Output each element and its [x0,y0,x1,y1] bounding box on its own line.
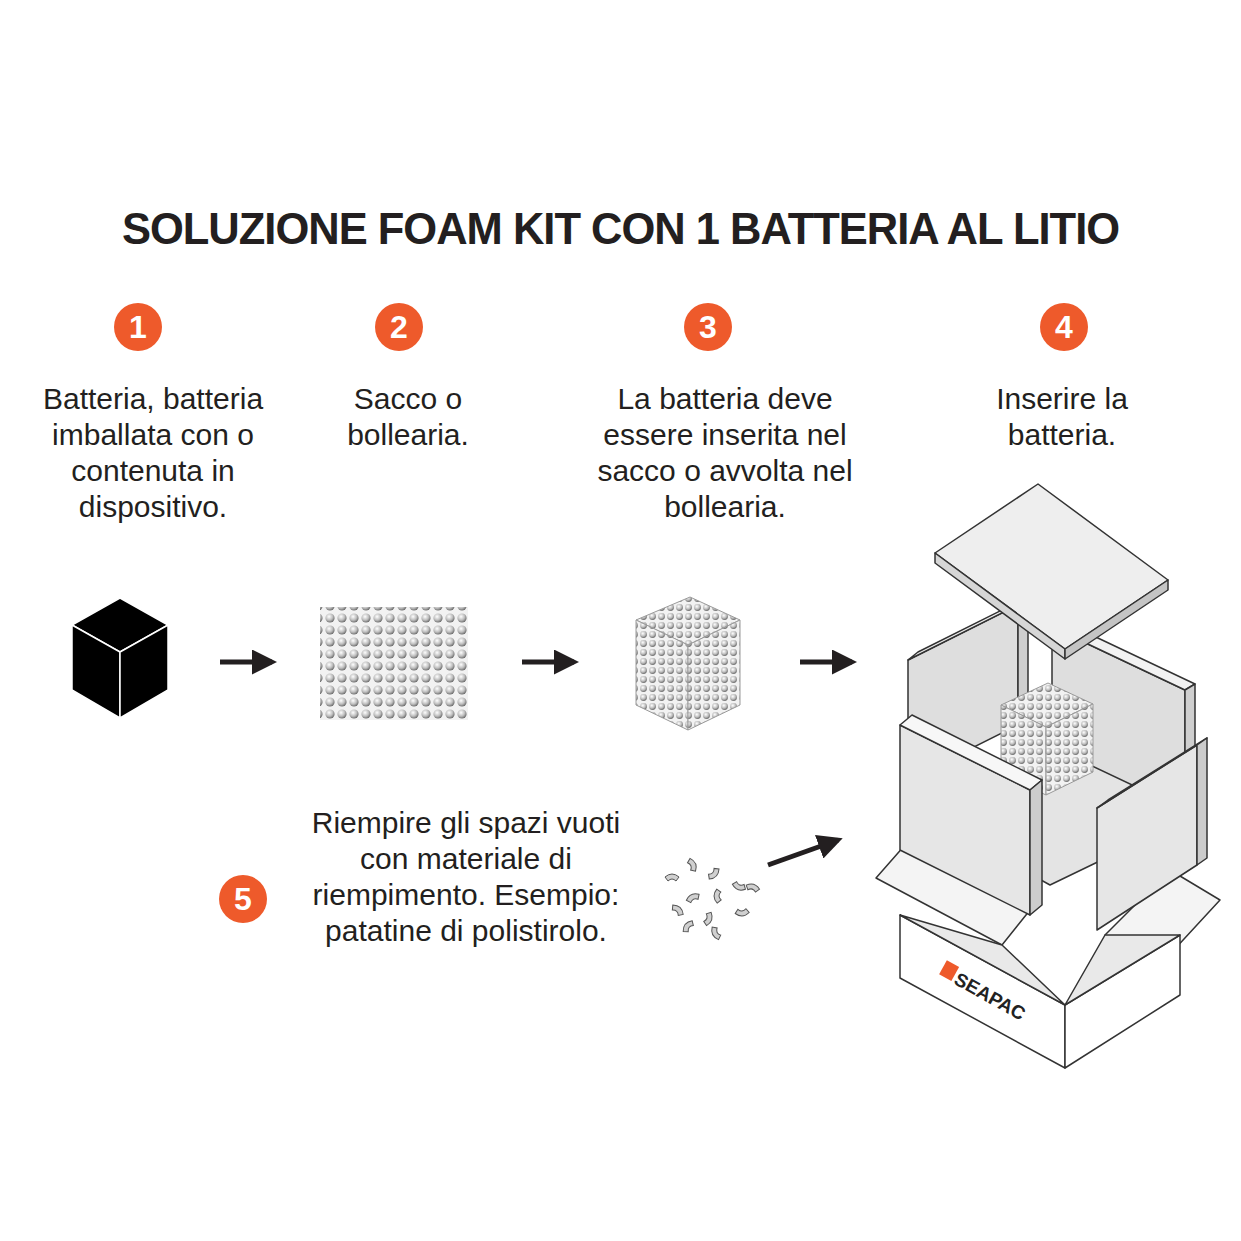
bubble-wrap-sheet [320,607,468,720]
callout-number: 2 [390,311,408,343]
wrapped-battery [636,597,740,730]
step-text: Sacco o bollearia. [323,381,493,453]
step-number-circle: 4 [1040,303,1088,351]
step-text: Batteria, batteria imballata con o conte… [13,381,293,525]
callout-number: 4 [1055,311,1073,343]
packing-peanuts [665,857,760,941]
step-text: Riempire gli spazi vuoti con materiale d… [290,805,642,949]
title: SOLUZIONE FOAM KIT CON 1 BATTERIA AL LIT… [0,208,1241,252]
step-number-circle: 3 [684,303,732,351]
callout-number: 1 [129,311,147,343]
step-text: Inserire la batteria. [962,381,1162,453]
foam-kit-box [876,484,1220,1068]
step-number-circle: 1 [114,303,162,351]
callout-number: 5 [234,883,252,915]
step-number-circle: 5 [219,875,267,923]
callout-number: 3 [699,311,717,343]
brand-logo: SEAPAC [951,969,1028,1023]
step-text: La batteria deve essere inserita nel sac… [575,381,875,525]
battery-cube [72,598,168,718]
step-number-circle: 2 [375,303,423,351]
